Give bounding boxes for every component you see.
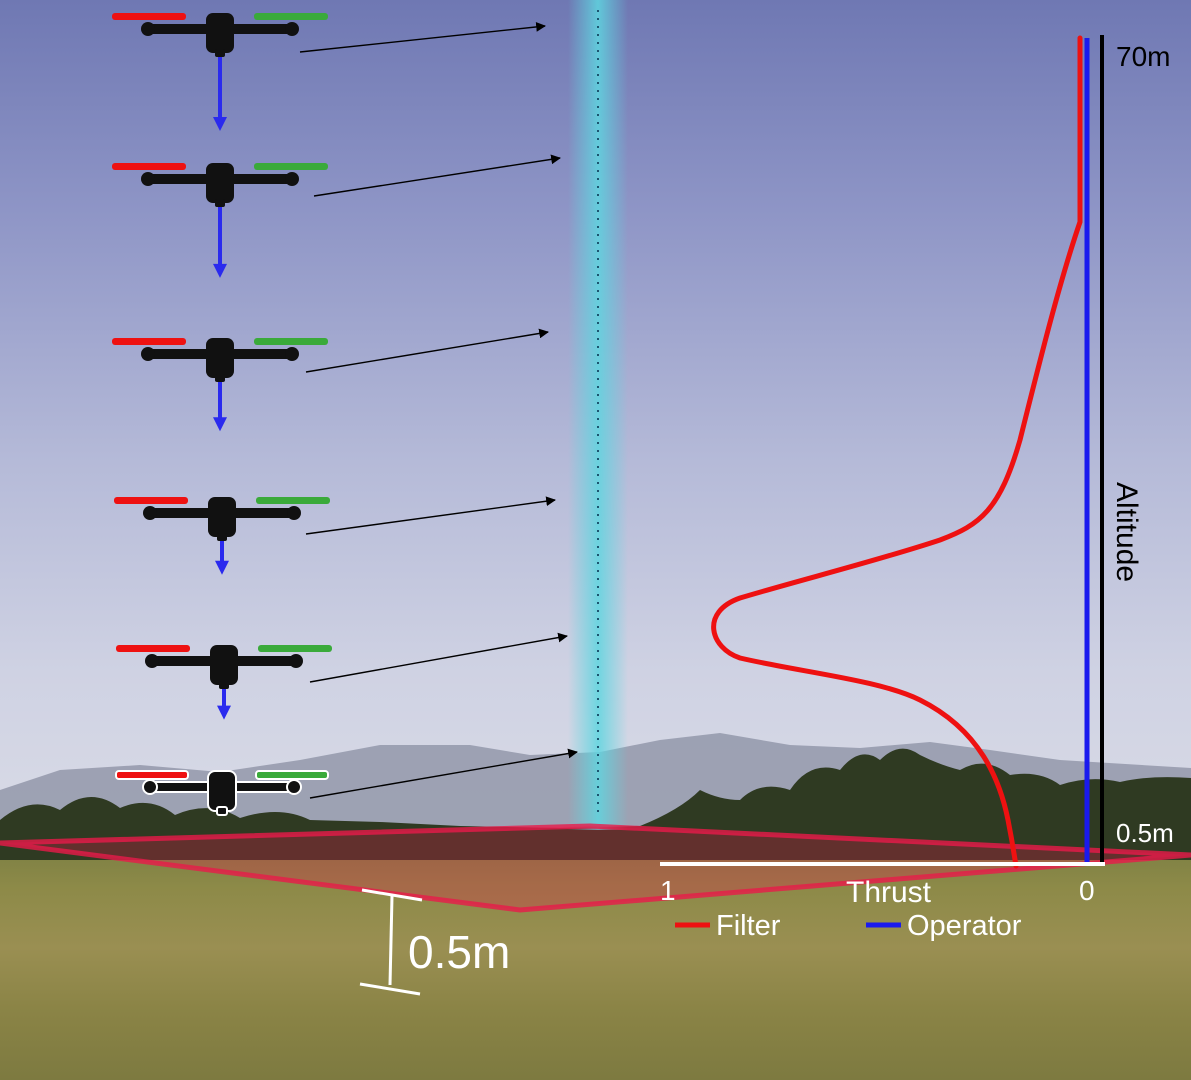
legend-label-filter: Filter: [716, 910, 781, 942]
pointer-line: [305, 496, 556, 535]
rotor-right: [254, 163, 328, 170]
quadcopter-icon: [112, 338, 328, 382]
rotor-left: [112, 13, 186, 20]
rotor-right: [255, 770, 329, 780]
pointer-lines: [299, 22, 578, 799]
legend-label-operator: Operator: [907, 910, 1022, 942]
offset-top-tick: [361, 888, 423, 902]
quadcopter-icon: [112, 13, 328, 57]
ground-offset-marker: [359, 888, 423, 996]
drone-stack: [112, 13, 332, 816]
rotor-left: [112, 338, 186, 345]
pointer-line: [305, 328, 549, 373]
sensor-beam: [568, 0, 628, 830]
pointer-line: [309, 748, 578, 799]
legend: Filter Operator: [675, 910, 1022, 942]
offset-bottom-tick: [359, 982, 421, 996]
thrust-axis-label: Thrust: [846, 876, 932, 909]
ground-offset-label: 0.5m: [408, 926, 510, 978]
ground-plane: [0, 826, 1191, 910]
rotor-right: [258, 645, 332, 652]
grass-field: [0, 840, 1191, 1080]
rotor-right: [254, 13, 328, 20]
ground-plane-edge: [0, 823, 1191, 913]
rotor-right: [256, 497, 330, 504]
down-arrow-icon: [217, 689, 231, 720]
quadcopter-icon: [112, 163, 328, 207]
altitude-top-label: 70m: [1116, 41, 1170, 72]
quadcopter-icon-landed: [115, 770, 329, 816]
thrust-tick-left: 1: [660, 875, 676, 906]
down-arrow-icon: [215, 541, 229, 575]
offset-vertical: [388, 895, 394, 986]
altitude-bottom-label: 0.5m: [1116, 818, 1174, 848]
rotor-right: [254, 338, 328, 345]
down-arrow-icon: [213, 382, 227, 432]
rotor-left: [115, 770, 189, 780]
down-arrow-icon: [213, 207, 227, 278]
down-arrow-icon: [213, 57, 227, 131]
rotor-left: [116, 645, 190, 652]
quadcopter-icon: [116, 645, 332, 689]
rotor-left: [112, 163, 186, 170]
thrust-altitude-chart: 70m 0.5m Altitude Thrust 1 0 Filter Oper…: [660, 35, 1174, 942]
pointer-line: [309, 632, 568, 683]
rotor-left: [114, 497, 188, 504]
thrust-tick-right: 0: [1079, 875, 1095, 906]
pointer-line: [299, 22, 546, 53]
filter-curve: [711, 35, 1083, 869]
quadcopter-icon: [114, 497, 330, 541]
pointer-line: [313, 154, 561, 197]
altitude-axis-label: Altitude: [1110, 482, 1143, 582]
